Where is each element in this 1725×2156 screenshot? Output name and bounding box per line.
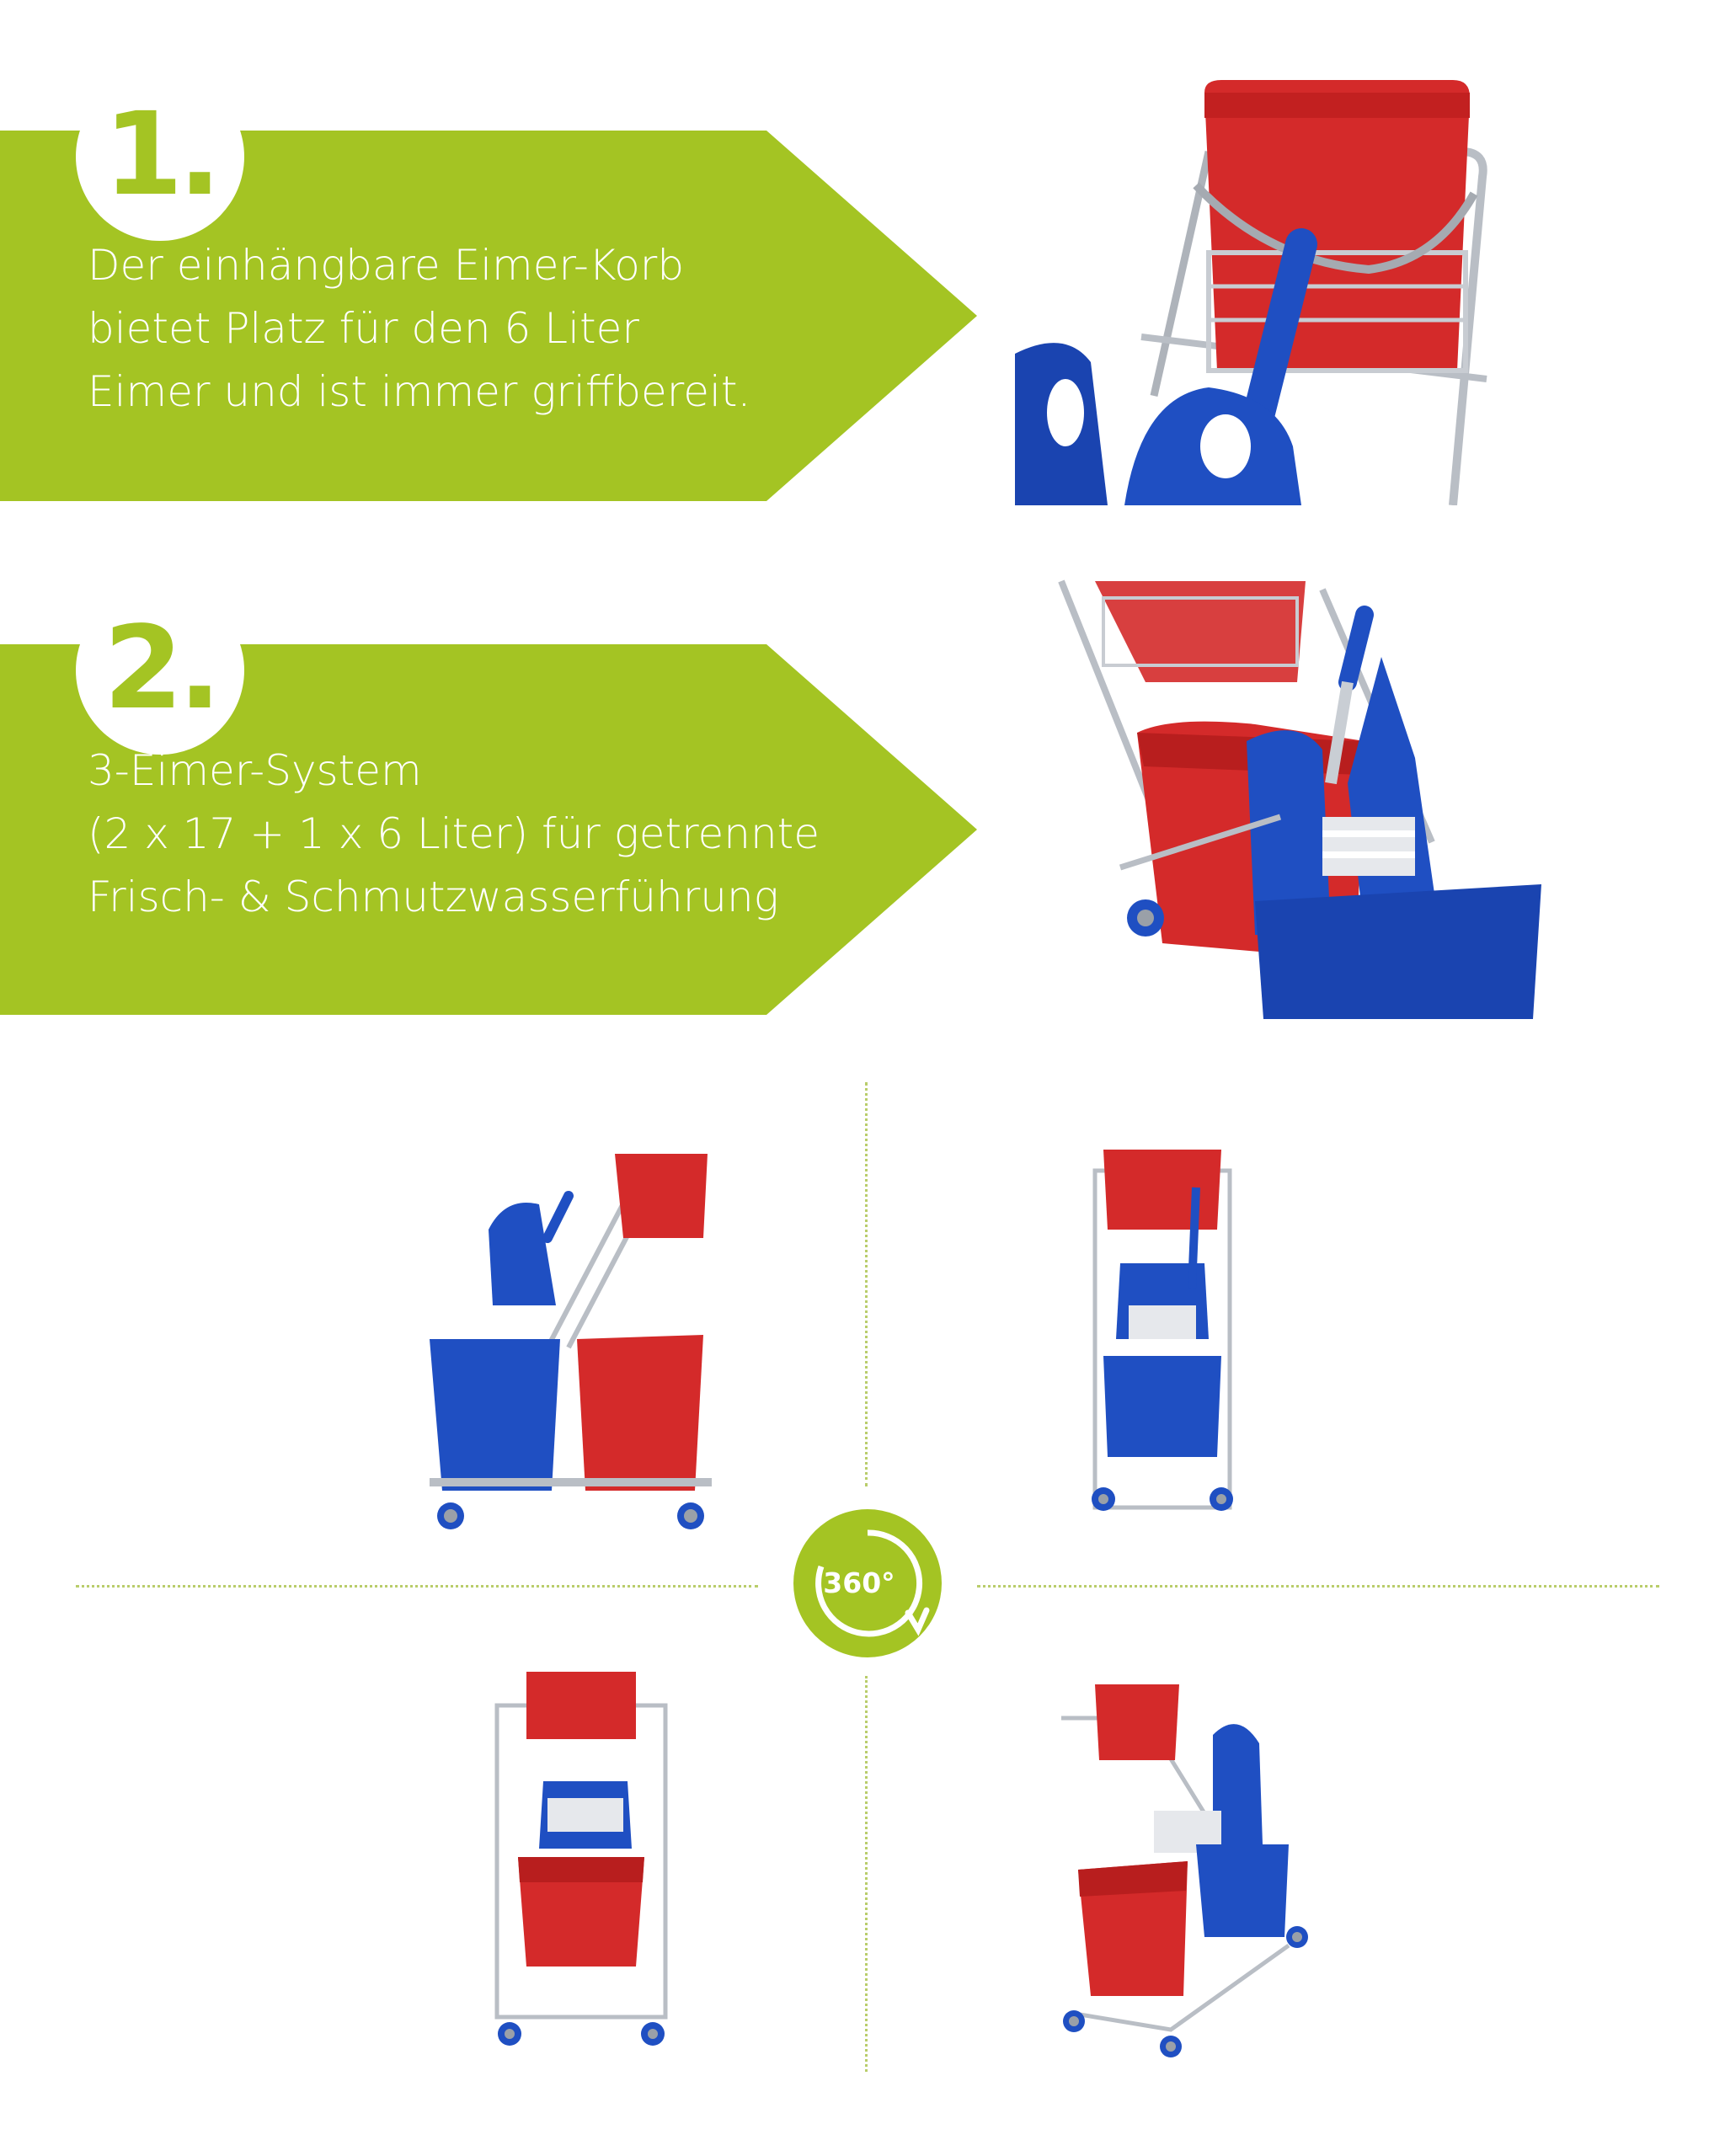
feature-banner-2 [0,644,977,1015]
text-line: (2 x 17 + 1 x 6 Liter) für getrennte [88,809,820,858]
text-line: Frisch- & Schmutzwasserführung [88,873,779,921]
step-number-badge: 2. [76,586,244,755]
trolley-view-back-photo [484,1663,678,2068]
text-line: 3-Eimer-System [88,746,422,795]
trolley-view-front-photo [1070,1137,1255,1533]
step-number-badge: 1. [76,72,244,241]
feature-text-1: Der einhängbare Eimer-Korb bietet Platz … [88,234,750,424]
rotate-arrow-icon [793,1509,942,1657]
divider-horizontal-right [977,1585,1659,1588]
rotation-360-badge: 360° [792,1508,943,1659]
step-number: 1. [103,88,222,221]
green-arrow-shape [0,131,977,501]
divider-horizontal-left [76,1585,758,1588]
divider-vertical-top [865,1082,868,1486]
hanging-basket-photo [1015,59,1588,505]
text-line: Eimer und ist immer griffbereit. [88,367,751,416]
rotation-label: 360° [823,1566,895,1599]
green-arrow-shape [0,644,977,1015]
step-number: 2. [103,602,222,735]
three-bucket-system-photo [1044,564,1550,1019]
feature-banner-1 [0,131,977,501]
text-line: Der einhängbare Eimer-Korb [88,241,685,290]
feature-text-2: 3-Eimer-System (2 x 17 + 1 x 6 Liter) fü… [88,739,820,929]
trolley-view-side-photo [413,1137,733,1533]
divider-vertical-bottom [865,1676,868,2072]
text-line: bietet Platz für den 6 Liter [88,304,639,353]
trolley-view-angled-photo [1044,1676,1322,2063]
